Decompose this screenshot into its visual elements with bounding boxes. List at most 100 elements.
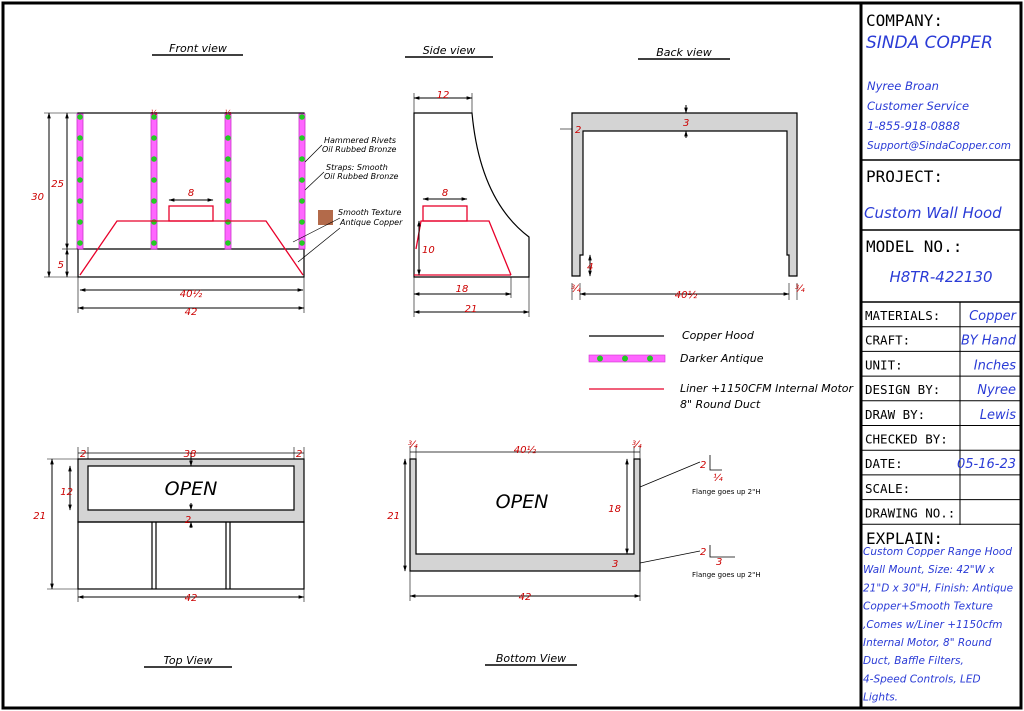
legend-liner-1: Liner +1150CFM Internal Motor — [680, 382, 854, 395]
rivet — [299, 114, 305, 120]
bottom-depth-total: 21 — [387, 511, 400, 522]
rivet — [225, 177, 231, 183]
rivet — [299, 198, 305, 204]
explain-line: Custom Copper Range Hood — [863, 546, 1012, 558]
front-liner-width: 8 — [188, 188, 194, 199]
bottom-back: 3 — [612, 559, 618, 570]
front-height-total: 30 — [31, 192, 44, 203]
top-right: 2 — [296, 449, 302, 460]
explain-label: EXPLAIN: — [866, 529, 943, 548]
explain-line: Wall Mount, Size: 42"W x — [863, 564, 995, 576]
tb-row-label: DESIGN BY: — [865, 382, 940, 397]
explain-line: Internal Motor, 8" Round — [863, 637, 992, 649]
rivet — [225, 198, 231, 204]
flange-note-2: Flange goes up 2"H — [692, 571, 761, 579]
tb-row-label: CHECKED BY: — [865, 432, 948, 447]
top-center: 38 — [184, 449, 197, 460]
side-overall-depth: 21 — [465, 304, 478, 315]
tb-row-label: UNIT: — [865, 357, 903, 372]
rivet — [151, 219, 157, 225]
rivet — [299, 156, 305, 162]
tb-row-value: Lewis — [980, 408, 1016, 423]
tb-row-value: BY Hand — [961, 334, 1017, 349]
bottom-width: 42 — [519, 592, 532, 603]
rivet — [299, 219, 305, 225]
rivet — [151, 156, 157, 162]
rivet — [225, 240, 231, 246]
flange-b-2: 2 — [700, 547, 706, 558]
side-view-title: Side view — [423, 44, 476, 57]
rivet — [225, 156, 231, 162]
front-height-lower: 5 — [58, 260, 64, 271]
explain-line: ,Comes w/Liner +1150cfm — [863, 619, 1002, 631]
rivet — [77, 198, 83, 204]
tb-row-value: 05-16-23 — [957, 457, 1016, 472]
back-inner-width: 40½ — [675, 289, 698, 301]
front-view: 30 25 5 8 40½ 42 ½ ½ Hammered Rivets Oil… — [31, 109, 403, 318]
top-width: 42 — [185, 593, 198, 604]
legend-darker-antique: Darker Antique — [680, 352, 764, 365]
back-leg: 4 — [587, 262, 593, 273]
contact-phone: 1-855-918-0888 — [867, 119, 960, 133]
tb-row-label: CRAFT: — [865, 333, 910, 348]
top-depth-total: 21 — [33, 511, 46, 522]
contact-role: Customer Service — [867, 99, 969, 113]
rivet — [77, 156, 83, 162]
rivet — [77, 177, 83, 183]
side-view: 12 8 10 18 21 — [413, 90, 530, 317]
bottom-left: ¾ — [408, 440, 418, 451]
flange-a-frac: ¼ — [713, 472, 723, 484]
top-view-title: Top View — [164, 654, 213, 667]
back-corner-left: ¾ — [571, 284, 581, 295]
rivet — [151, 198, 157, 204]
bottom-view-title: Bottom View — [496, 652, 566, 665]
tb-row-value: Nyree — [977, 383, 1016, 398]
side-liner-width: 8 — [442, 188, 448, 199]
rivet — [225, 219, 231, 225]
explain-line: Duct, Baffle Filters, — [863, 655, 964, 667]
side-top-depth: 12 — [437, 90, 450, 101]
rivet — [77, 135, 83, 141]
note-rivets-2: Oil Rubbed Bronze — [322, 145, 397, 154]
front-height-upper: 25 — [51, 179, 64, 190]
rivet — [77, 219, 83, 225]
rivet — [299, 240, 305, 246]
tb-row-value: Copper — [969, 309, 1018, 324]
rivet — [299, 177, 305, 183]
tb-row-label: MATERIALS: — [865, 308, 940, 323]
flange-a-2: 2 — [700, 460, 706, 471]
back-view-title: Back view — [656, 46, 712, 59]
front-inner-width: 40½ — [180, 288, 203, 300]
bottom-right: ¾ — [632, 440, 642, 451]
back-top-thick: 3 — [683, 118, 689, 129]
legend-liner-2: 8" Round Duct — [680, 398, 761, 411]
note-rivets-1: Hammered Rivets — [324, 136, 396, 145]
note-texture-2: Antique Copper — [339, 218, 403, 227]
legend: Copper Hood Darker Antique Liner +1150CF… — [588, 329, 854, 411]
front-overall-width: 42 — [185, 307, 198, 318]
antique-copper-swatch — [318, 210, 333, 225]
company-name: SINDA COPPER — [866, 33, 993, 53]
tb-row-label: SCALE: — [865, 481, 910, 496]
explain-line: 21"D x 30"H, Finish: Antique — [863, 582, 1013, 594]
bottom-center: 40½ — [514, 444, 537, 456]
bottom-depth-inner: 18 — [608, 504, 621, 515]
tb-row-value: Inches — [974, 358, 1016, 373]
top-depth-open: 12 — [60, 487, 73, 498]
bottom-view: ¾ 40½ ¾ 21 18 3 42 OPEN 2 ¼ 2 3 Flange g… — [387, 440, 760, 603]
top-open-label: OPEN — [165, 478, 218, 500]
top-view: 2 38 2 2 12 21 42 OPEN — [33, 447, 305, 604]
tb-row-label: DRAWING NO.: — [865, 506, 955, 521]
side-liner-height: 10 — [422, 245, 435, 256]
rivet — [151, 114, 157, 120]
company-label: COMPANY: — [866, 11, 943, 30]
svg-text:½: ½ — [225, 109, 232, 117]
back-side-thick: 2 — [575, 125, 581, 136]
title-block: COMPANY: SINDA COPPER Nyree Broan Custom… — [861, 11, 1021, 704]
front-view-title: Front view — [169, 42, 227, 55]
explain-line: Copper+Smooth Texture — [863, 601, 993, 613]
side-inner-depth: 18 — [456, 284, 469, 295]
